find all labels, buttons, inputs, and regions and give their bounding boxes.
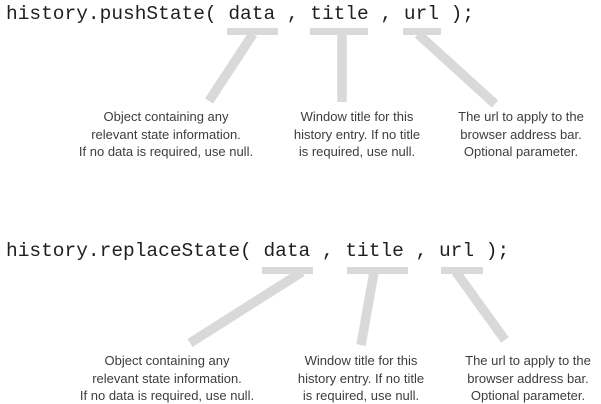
annotation-line: Object containing any	[103, 109, 229, 124]
annotation-line: Object containing any	[104, 353, 230, 368]
underline-replace-data	[262, 267, 313, 274]
annotation-line: browser address bar.	[467, 370, 589, 386]
underline-replace-title	[347, 267, 408, 274]
annotation-line: If no data is required, use null.	[78, 144, 254, 159]
underline-push-title	[310, 28, 368, 35]
annotation-line: If no data is required, use null.	[79, 388, 255, 403]
annotation-line: browser address bar.	[460, 126, 582, 142]
annotation-line: Window title for this	[304, 353, 418, 368]
callout-line-replace-url	[452, 269, 509, 343]
underline-replace-url	[441, 267, 483, 274]
annotation-line: is required, use null.	[302, 388, 420, 403]
annotation-push-title: Window title for this history entry. If …	[247, 108, 467, 161]
annotation-line: The url to apply to the	[465, 353, 591, 368]
annotation-line: is required, use null.	[298, 144, 416, 159]
annotation-push-url: The url to apply to the browser address …	[411, 108, 601, 161]
annotation-line: Optional parameter.	[470, 388, 586, 403]
annotation-line: relevant state information.	[91, 126, 241, 142]
annotation-line: Window title for this	[300, 109, 414, 124]
callout-line-replace-data	[187, 267, 305, 348]
annotation-push-data: Object containing any relevant state inf…	[56, 108, 276, 161]
callout-line-replace-title	[356, 271, 379, 346]
annotation-line: relevant state information.	[92, 370, 242, 386]
annotation-line: The url to apply to the	[458, 109, 584, 124]
annotation-line: history entry. If no title	[293, 126, 421, 142]
annotation-line: history entry. If no title	[297, 370, 425, 386]
annotation-replace-data: Object containing any relevant state inf…	[57, 352, 277, 404]
annotation-line: Optional parameter.	[463, 144, 579, 159]
callout-line-push-url	[414, 30, 499, 108]
annotation-replace-url: The url to apply to the browser address …	[418, 352, 601, 404]
code-replacestate: history.replaceState( data , title , url…	[6, 240, 510, 262]
underline-push-data	[227, 28, 278, 35]
code-pushstate: history.pushState( data , title , url );	[6, 3, 475, 25]
annotation-replace-title: Window title for this history entry. If …	[251, 352, 471, 404]
callout-line-push-data	[205, 31, 257, 104]
